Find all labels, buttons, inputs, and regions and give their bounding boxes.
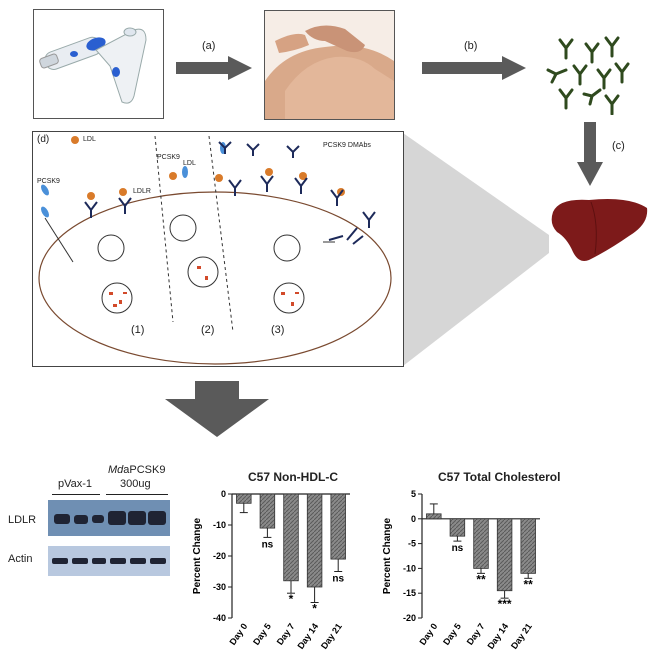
chart2-ytick-label: 5 <box>411 489 416 499</box>
chart1-annotation: ns <box>262 539 274 550</box>
chart2-bar <box>473 518 489 569</box>
chart2-bar <box>449 518 466 537</box>
blot-group-2-bar <box>106 494 168 495</box>
chart1-ytick-label: -30 <box>213 582 226 592</box>
chart1-annotation: ns <box>332 574 344 585</box>
chart1-bar <box>306 493 323 588</box>
chart1-ytick-label: -10 <box>213 520 226 530</box>
chart2-bar <box>520 518 536 574</box>
blot-group-1: pVax-1 <box>58 478 93 490</box>
chart1-bar <box>330 493 346 560</box>
chart2-ylabel: Percent Change <box>382 517 393 594</box>
step-a-label: (a) <box>202 40 216 52</box>
chart1-bar <box>236 493 252 504</box>
chart2-annotation: ns <box>452 543 464 554</box>
chart2-xtick-label: Day 21 <box>509 621 534 651</box>
chart2-annotation: ** <box>524 577 534 591</box>
chart2-bar <box>426 513 442 520</box>
chart1-ytick-label: -40 <box>213 613 226 623</box>
chart1-bar <box>283 493 299 582</box>
chart2-ytick-label: 0 <box>411 514 416 524</box>
step-c-label: (c) <box>612 140 625 152</box>
chart1-annotation: * <box>312 602 317 616</box>
chart1-xtick-label: Day 5 <box>251 621 273 646</box>
pcsk9-label: PCSK9 <box>37 178 60 185</box>
arrow-b-icon <box>422 56 526 80</box>
chart1-xtick-label: Day 21 <box>319 621 344 651</box>
chart2-xtick-label: Day 14 <box>485 621 510 651</box>
shoulder-panel <box>264 10 395 120</box>
down-arrow-icon <box>165 381 269 437</box>
dmabs-label: PCSK9 DMAbs <box>323 142 371 149</box>
chart2-annotation: ** <box>476 572 486 586</box>
chart1-xtick-label: Day 14 <box>295 621 320 651</box>
arrow-a-icon <box>176 56 252 80</box>
blot-group-1-bar <box>52 494 100 495</box>
chart2-ytick-label: -5 <box>408 539 416 549</box>
chart2-ytick-label: -10 <box>403 563 416 573</box>
blot-group-2-rest: aPCSK9 <box>123 464 166 476</box>
arrow-c-icon <box>577 122 603 186</box>
chart1-xtick-label: Day 7 <box>275 621 297 646</box>
chart2-ytick-label: -15 <box>403 588 416 598</box>
injection-device-icon <box>39 27 147 104</box>
device-panel <box>33 9 164 119</box>
mechanism-panel: (d) LDL PCSK9 LDLR PCSK9 LDL PCSK9 DMAbs… <box>32 131 404 367</box>
pcsk9-ldl-label-2: LDL <box>183 160 196 167</box>
blot-group-2: MdaPCSK9 <box>108 464 165 476</box>
chart1-annotation: * <box>289 592 294 606</box>
chart1-xtick-label: Day 0 <box>227 621 249 646</box>
mechanism-diagram <box>38 135 392 365</box>
ldlr-label: LDLR <box>133 188 151 195</box>
pcsk9-ldl-label-1: PCSK9 <box>157 154 180 161</box>
panel-2-label: (2) <box>201 324 215 336</box>
chart1-ytick-label: -20 <box>213 551 226 561</box>
blot-image <box>48 500 170 576</box>
chart1-ytick-label: 0 <box>221 489 226 499</box>
panel-3-label: (3) <box>271 324 285 336</box>
chart2-title: C57 Total Cholesterol <box>438 470 561 484</box>
antibodies-icon <box>546 36 630 115</box>
chart1-title: C57 Non-HDL-C <box>248 470 338 484</box>
chart2-ytick-label: -20 <box>403 613 416 623</box>
ldl-label: LDL <box>83 136 96 143</box>
panel-d-label: (d) <box>37 134 50 145</box>
chart2-annotation: *** <box>498 597 512 611</box>
zoom-connector <box>403 133 549 366</box>
liver-icon <box>551 199 648 261</box>
chart1-ylabel: Percent Change <box>192 517 203 594</box>
step-b-label: (b) <box>464 40 478 52</box>
panel-1-label: (1) <box>131 324 145 336</box>
chart2-xtick-label: Day 7 <box>465 621 487 646</box>
chart2-xtick-label: Day 5 <box>441 621 463 646</box>
chart2-xtick-label: Day 0 <box>417 621 439 646</box>
blot-row-actin: Actin <box>8 553 33 565</box>
chart2-bar <box>496 518 513 592</box>
blot-group-2-italic: Md <box>108 464 124 476</box>
chart1-bar <box>259 493 276 529</box>
shoulder-photo-icon <box>265 11 394 119</box>
blot-group-2-dose: 300ug <box>120 478 151 490</box>
blot-row-ldlr: LDLR <box>8 514 37 526</box>
